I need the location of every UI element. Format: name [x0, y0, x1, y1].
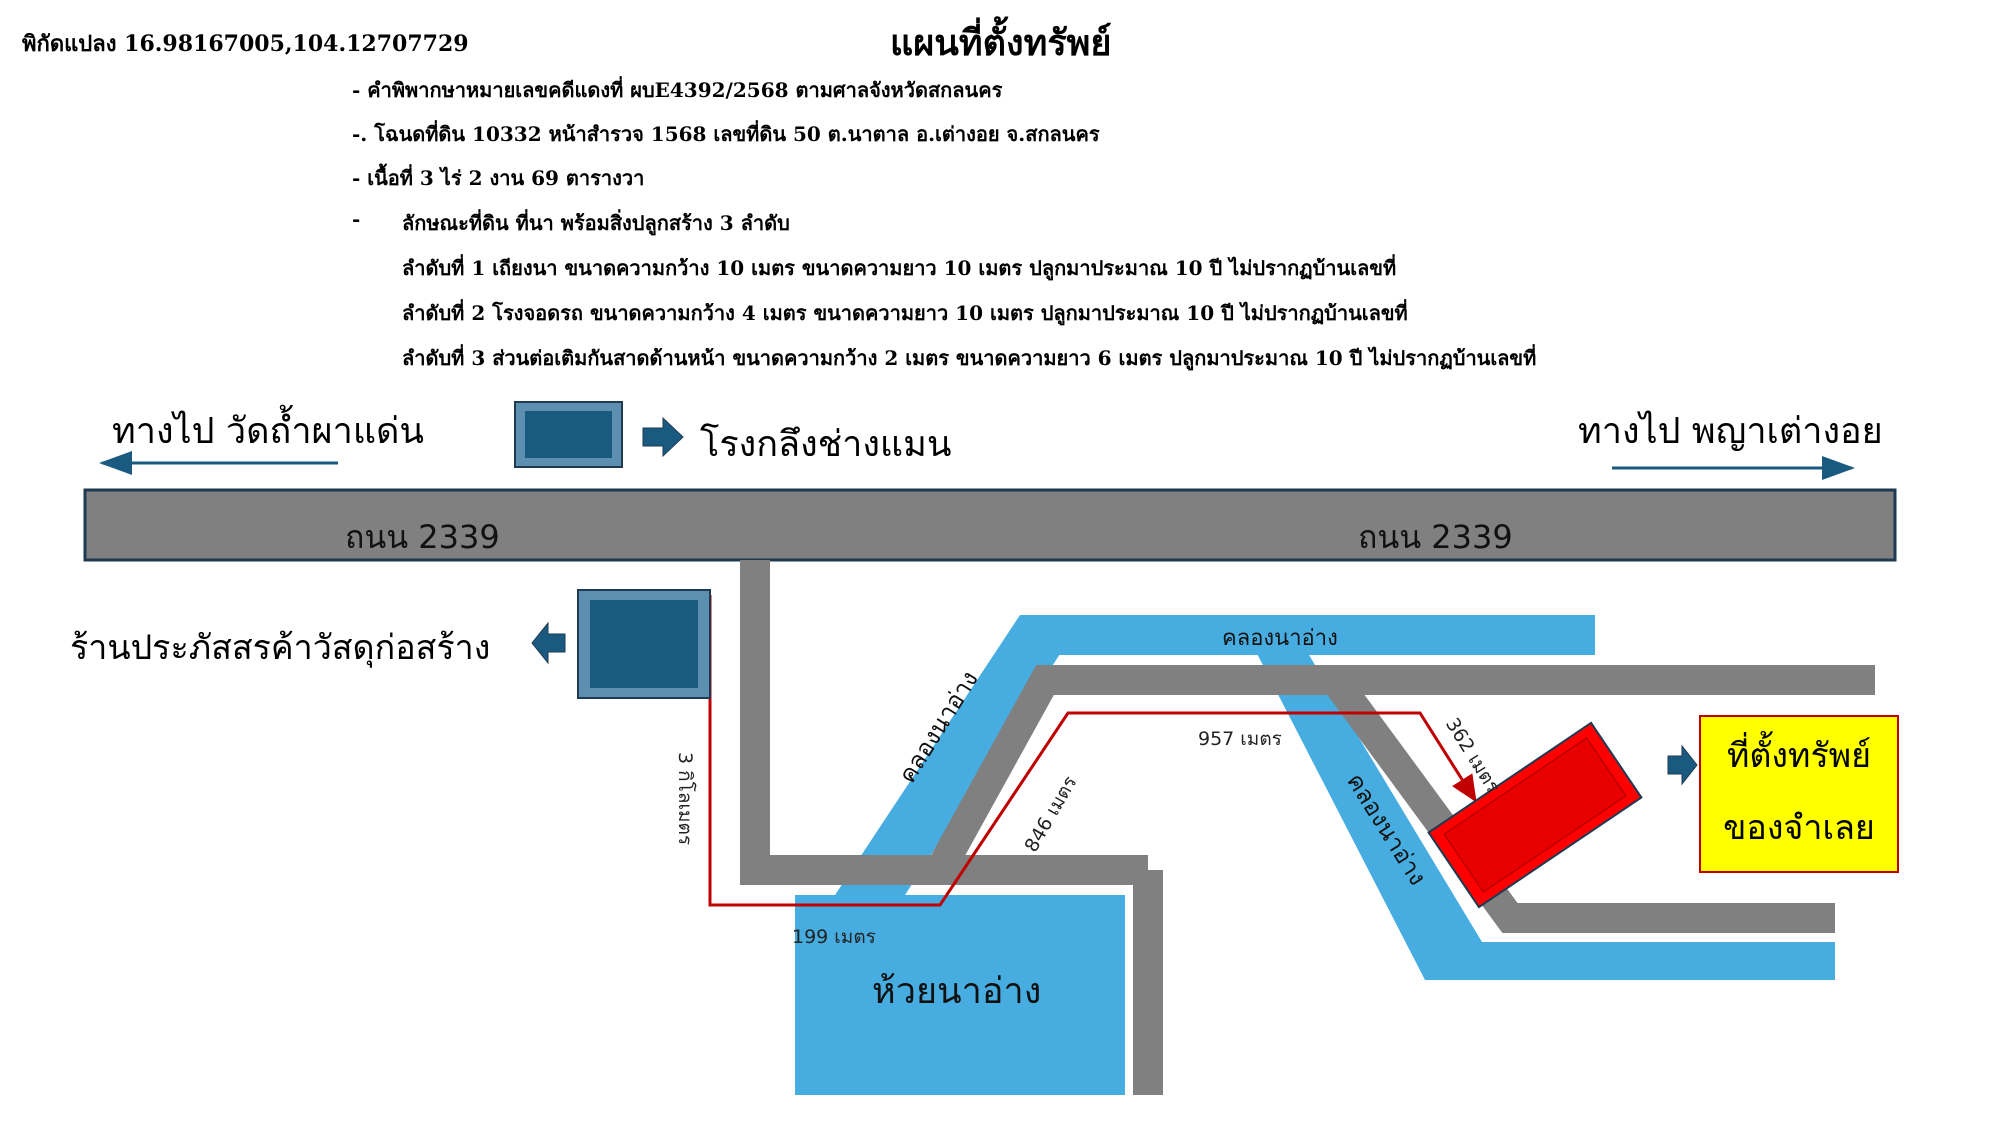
structure-item-1: ลำดับที่ 1 เถียงนา ขนาดความกว้าง 10 เมตร… [402, 256, 1397, 280]
creek-label: ห้วยนาอ่าง [872, 971, 1042, 1012]
route-line [708, 595, 1477, 907]
canal-right [1250, 640, 1482, 980]
shop-label: ร้านประภัสสรค้าวัสดุก่อสร้าง [70, 628, 491, 668]
canal-bottom [1425, 942, 1835, 980]
header-line-area: - เนื้อที่ 3 ไร่ 2 งาน 69 ตารางวา [352, 166, 645, 190]
mill-label: โรงกลึงช่างแมน [700, 424, 952, 465]
creek-pond [795, 895, 1125, 1095]
canal-top [1020, 615, 1595, 655]
property-pointer-icon [1667, 744, 1698, 786]
side-road-east [1322, 671, 1835, 933]
property-label-line1: ที่ตั้งทรัพย์ [1726, 736, 1872, 776]
canal-top-label: คลองนาอ่าง [1222, 626, 1338, 651]
canal-left [835, 615, 1085, 895]
shop-pointer-icon [531, 621, 566, 665]
mill-building [514, 401, 623, 468]
structure-item-2: ลำดับที่ 2 โรงจอดรถ ขนาดความกว้าง 4 เมตร… [402, 301, 1408, 325]
header-bullet: - [352, 207, 361, 231]
main-road [83, 488, 1897, 562]
coordinates-label: พิกัดแปลง 16.98167005,104.12707729 [22, 31, 469, 57]
distance-label-199m: 199 เมตร [792, 926, 876, 948]
structure-item-3: ลำดับที่ 3 ส่วนต่อเติมกันสาดด้านหน้า ขนา… [402, 346, 1537, 370]
distance-label-957m: 957 เมตร [1198, 728, 1282, 750]
property-label-line2: ของจำเลย [1723, 808, 1875, 848]
direction-right-label: ทางไป พญาเต่างอย [1578, 411, 1883, 452]
mill-pointer-icon [642, 416, 684, 458]
property-label-box [1699, 715, 1899, 873]
page-title: แผนที่ตั้งทรัพย์ [890, 22, 1112, 64]
road-label-left: ถนน 2339 [345, 518, 500, 556]
header-land-type: ลักษณะที่ดิน ที่นา พร้อมสิ่งปลูกสร้าง 3 … [402, 211, 790, 235]
property-building [1427, 721, 1643, 909]
shop-building [577, 589, 711, 699]
header-line-deed: -. โฉนดที่ดิน 10332 หน้าสำรวจ 1568 เลขที… [352, 122, 1100, 146]
road-label-right: ถนน 2339 [1358, 518, 1513, 556]
direction-left-label: ทางไป วัดถ้ำผาแด่น [112, 411, 425, 452]
distance-label-3km: 3 กิโลเมตร [674, 752, 696, 846]
header-line-case: - คำพิพากษาหมายเลขคดีแดงที่ ผบE4392/2568… [352, 78, 1003, 102]
